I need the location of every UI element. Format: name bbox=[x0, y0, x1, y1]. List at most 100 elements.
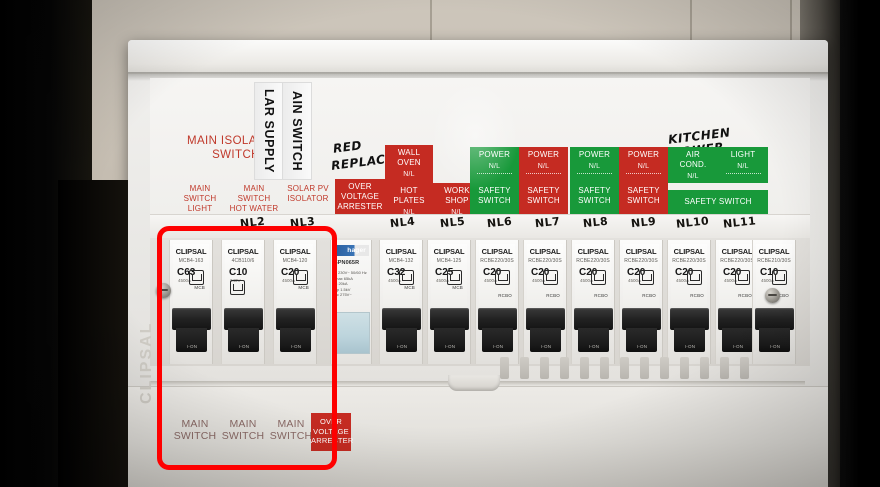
breaker-brand: CLIPSAL bbox=[721, 247, 753, 256]
breaker-lever[interactable] bbox=[280, 328, 311, 352]
safety-1-line-0: SAFETY bbox=[527, 186, 560, 195]
breaker-toggle[interactable] bbox=[478, 308, 517, 330]
label-3-line-1: SHOP bbox=[445, 196, 469, 205]
safety-4-line-0: SAFETY SWITCH bbox=[684, 197, 752, 206]
safety-3-line-1: SWITCH bbox=[627, 196, 660, 205]
breaker-type: RCBO bbox=[690, 293, 704, 298]
breaker-wall-oven[interactable]: CLIPSAL MCB4-132 C32 4500A MCB I-ON bbox=[379, 240, 423, 364]
breaker-face: CLIPSAL MCB4-132 C32 4500A MCB bbox=[383, 244, 419, 306]
breaker-lever[interactable] bbox=[482, 328, 513, 352]
breaker-toggle[interactable] bbox=[622, 308, 661, 330]
label-power-nl8: POWER N/L bbox=[570, 147, 619, 183]
breaker-rating: C32 bbox=[387, 267, 406, 278]
label-6-nil: N/L bbox=[588, 163, 601, 170]
safety-3-line-0: SAFETY bbox=[627, 186, 660, 195]
breaker-toggle[interactable] bbox=[382, 308, 421, 330]
breaker-main-switch-light-power[interactable]: CLIPSAL MCB4-163 C63 4500A MCB I-ON bbox=[169, 240, 213, 364]
breaker-power-rcbo-nl7[interactable]: CLIPSAL RCBE220/30S C20 4500A RCBO I-ON bbox=[571, 240, 615, 364]
breaker-lever[interactable] bbox=[674, 328, 705, 352]
breaker-ka: 4500A bbox=[628, 278, 642, 283]
clipsal-brand-text: CLIPSAL bbox=[138, 321, 155, 404]
breaker-light-rcbo[interactable]: CLIPSAL RCBE210/30S C10 4500A RCBO I-ON bbox=[752, 240, 796, 364]
breaker-rating: C20 bbox=[627, 267, 646, 278]
label-over-voltage-arrester: OVER VOLTAGE ARRESTER bbox=[335, 179, 385, 215]
breaker-lever[interactable] bbox=[386, 328, 417, 352]
bottom-0-line1: MAIN bbox=[181, 418, 209, 430]
breaker-model: RCBE220/30S bbox=[480, 258, 514, 264]
breaker-ka: 4500A bbox=[532, 278, 546, 283]
breaker-model: RCBE220/30S bbox=[576, 258, 610, 264]
label-8-line-0: AIR bbox=[686, 150, 700, 159]
breaker-on-text: I-ON bbox=[186, 344, 198, 349]
tile-grout-vertical-1 bbox=[690, 0, 692, 48]
circuit-number-nl2: NL2 bbox=[239, 214, 266, 231]
sublegend-2-line1: SOLAR PV bbox=[287, 184, 329, 193]
vent-slot bbox=[680, 357, 689, 379]
breaker-toggle[interactable] bbox=[670, 308, 709, 330]
breaker-toggle[interactable] bbox=[574, 308, 613, 330]
breaker-brand: CLIPSAL bbox=[279, 247, 311, 256]
safety-2-line-0: SAFETY bbox=[578, 186, 611, 195]
breaker-air-cond-rcbo[interactable]: CLIPSAL RCBE220/30S C20 4500A RCBO I-ON bbox=[715, 240, 759, 364]
breaker-toggle[interactable] bbox=[172, 308, 211, 330]
breaker-face: CLIPSAL RCBE220/30S C20 4500A RCBO bbox=[575, 244, 611, 306]
label-0-line-1: VOLTAGE bbox=[340, 192, 379, 201]
breaker-lever[interactable] bbox=[578, 328, 609, 352]
breaker-lever[interactable] bbox=[176, 328, 207, 352]
breaker-lever[interactable] bbox=[626, 328, 657, 352]
circuit-number-nl5: NL5 bbox=[439, 214, 466, 231]
breaker-hot-plates[interactable]: CLIPSAL MCB4-125 C25 4500A MCB I-ON bbox=[427, 240, 471, 364]
breaker-toggle[interactable] bbox=[430, 308, 469, 330]
surge-protection-device[interactable]: hager SPN065R U 230V~ 50/60 Hz Imax 65kA… bbox=[330, 240, 372, 364]
label-power-nl6: POWER N/L bbox=[470, 147, 519, 183]
breaker-on-text: I-ON bbox=[238, 344, 250, 349]
breaker-solar-pv-isolator[interactable]: CLIPSAL MCB4-120 C20 4500A MCB I-ON bbox=[273, 240, 317, 364]
cover-handle[interactable] bbox=[448, 375, 500, 391]
breaker-toggle[interactable] bbox=[755, 308, 794, 330]
breaker-lever[interactable] bbox=[530, 328, 561, 352]
sublegend-1-line1: MAIN SWITCH bbox=[237, 184, 271, 203]
breaker-on-text: I-ON bbox=[290, 344, 302, 349]
breaker-lever[interactable] bbox=[722, 328, 753, 352]
bottom-arrester-line1: OVER bbox=[319, 417, 343, 426]
label-power-nl7: POWER N/L bbox=[519, 147, 568, 183]
breaker-power-rcbo-nl9[interactable]: CLIPSAL RCBE220/30S C20 4500A RCBO I-ON bbox=[667, 240, 711, 364]
breaker-rating: C25 bbox=[435, 267, 454, 278]
panel-screw-left[interactable] bbox=[156, 283, 171, 298]
breaker-main-switch-hot-water[interactable]: CLIPSAL 4CB110/6 C10 240V~ I-ON bbox=[221, 240, 265, 364]
breaker-toggle[interactable] bbox=[718, 308, 757, 330]
breaker-ka: 4500A bbox=[484, 278, 498, 283]
breaker-toggle[interactable] bbox=[526, 308, 565, 330]
label-safety-switch-nl6: SAFETY SWITCH bbox=[470, 183, 519, 215]
bottom-1-line1: MAIN bbox=[229, 418, 257, 430]
label-wall-oven: WALL OVEN N/L bbox=[385, 145, 433, 183]
breaker-model: RCBE220/30S bbox=[624, 258, 658, 264]
breaker-work-shop-rcbo[interactable]: CLIPSAL RCBE220/30S C20 4500A RCBO I-ON bbox=[475, 240, 519, 364]
bottom-arrester-line2: VOLTAGE bbox=[313, 426, 349, 436]
label-1-nil: N/L bbox=[403, 171, 415, 178]
breaker-toggle[interactable] bbox=[276, 308, 315, 330]
breaker-toggle[interactable] bbox=[224, 308, 263, 330]
breaker-power-rcbo-nl6[interactable]: CLIPSAL RCBE220/30S C20 4500A RCBO I-ON bbox=[523, 240, 567, 364]
label-6-line-0: POWER bbox=[578, 150, 611, 159]
panel-screw-right[interactable] bbox=[765, 288, 780, 303]
approval-mark-icon bbox=[189, 270, 204, 285]
breaker-lever[interactable] bbox=[228, 328, 259, 352]
breaker-model: MCB4-163 bbox=[178, 258, 204, 264]
breaker-brand: CLIPSAL bbox=[385, 247, 417, 256]
breaker-power-rcbo-nl8[interactable]: CLIPSAL RCBE220/30S C20 4500A RCBO I-ON bbox=[619, 240, 663, 364]
label-2-nil: N/L bbox=[403, 209, 415, 215]
breaker-face: CLIPSAL RCBE220/30S C20 4500A RCBO bbox=[479, 244, 515, 306]
breaker-lever[interactable] bbox=[759, 328, 790, 352]
breaker-rating: C20 bbox=[483, 267, 502, 278]
approval-mark-icon bbox=[772, 270, 787, 285]
circuit-number-nl8: NL8 bbox=[582, 214, 609, 231]
breaker-model: 4CB110/6 bbox=[231, 258, 255, 264]
approval-mark-icon bbox=[293, 270, 308, 285]
breaker-lever[interactable] bbox=[434, 328, 465, 352]
breaker-face: CLIPSAL RCBE220/30S C20 4500A RCBO bbox=[623, 244, 659, 306]
breaker-ka: 4500A bbox=[724, 278, 738, 283]
breaker-type: MCB bbox=[298, 285, 309, 290]
label-safety-switch-wide: SAFETY SWITCH bbox=[668, 190, 768, 215]
breaker-model: RCBE220/30S bbox=[720, 258, 754, 264]
